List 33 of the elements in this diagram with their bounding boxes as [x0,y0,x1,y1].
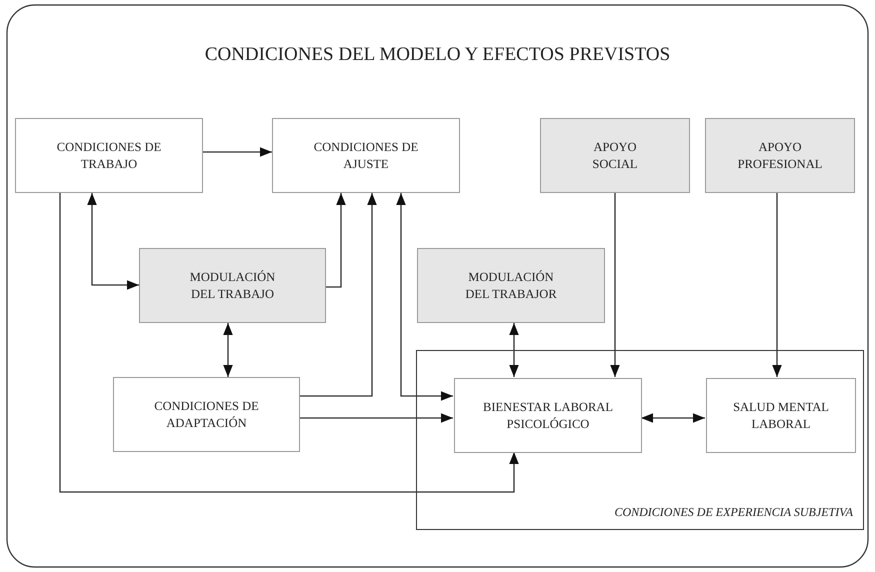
arrow [59,193,519,493]
group-label: CONDICIONES DE EXPERIENCIA SUBJETIVA [614,505,854,522]
node-label: CONDICIONES DE AJUSTE [312,139,420,172]
arrow [509,323,519,377]
node-label: MODULACIÓN DEL TRABAJOR [464,269,558,302]
diagram-title: CONDICIONES DEL MODELO Y EFECTOS PREVISTOS [204,44,672,66]
process-box [113,377,300,452]
node-label: BIENESTAR LABORAL PSICOLÓGICO [482,399,614,432]
node-label: MODULACIÓN DEL TRABAJO [188,269,276,302]
group-frame [416,350,864,530]
process-box [454,378,642,453]
modulator-box [417,248,605,323]
node-label: APOYO PROFESIONAL [738,139,822,172]
modulator-box [139,248,326,323]
node-label: SALUD MENTAL LABORAL [732,399,830,432]
arrow [610,193,620,377]
process-box [706,378,856,453]
arrow [87,193,139,290]
arrow [223,323,233,377]
process-box [15,118,203,193]
arrow [641,413,705,423]
arrow [326,193,346,288]
process-box [272,118,460,193]
arrow [396,193,453,401]
node-label: APOYO SOCIAL [591,139,639,172]
modulator-box [540,118,690,193]
arrow [203,147,272,157]
node-label: CONDICIONES DE ADAPTACIÓN [153,398,260,431]
node-label: CONDICIONES DE TRABAJO [56,139,162,172]
arrow [300,413,453,423]
arrow [772,193,782,377]
arrow [300,193,377,397]
modulator-box [705,118,855,193]
